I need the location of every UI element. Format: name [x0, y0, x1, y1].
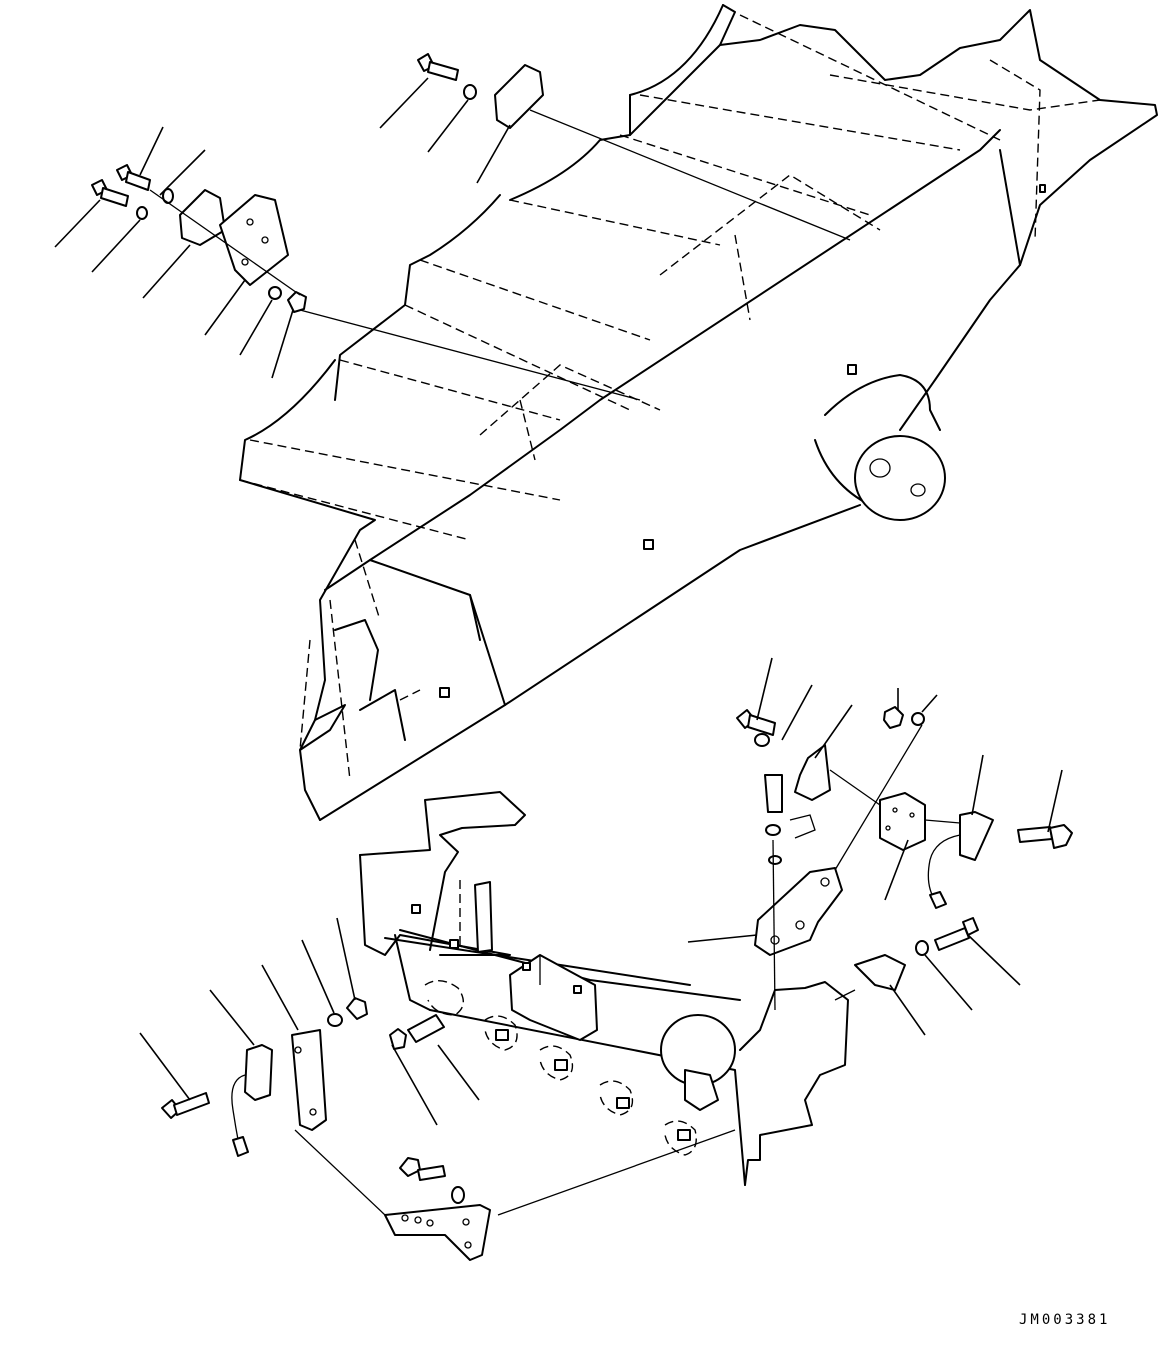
drawing-code-label: JM003381	[1019, 1312, 1111, 1328]
upper-center-bracket-group	[380, 54, 850, 240]
lower-left-components	[140, 918, 735, 1260]
lower-bracket-assembly	[360, 792, 848, 1185]
lower-right-components	[688, 658, 1072, 1035]
main-frame	[240, 5, 1157, 820]
upper-left-bracket-group	[55, 127, 640, 400]
